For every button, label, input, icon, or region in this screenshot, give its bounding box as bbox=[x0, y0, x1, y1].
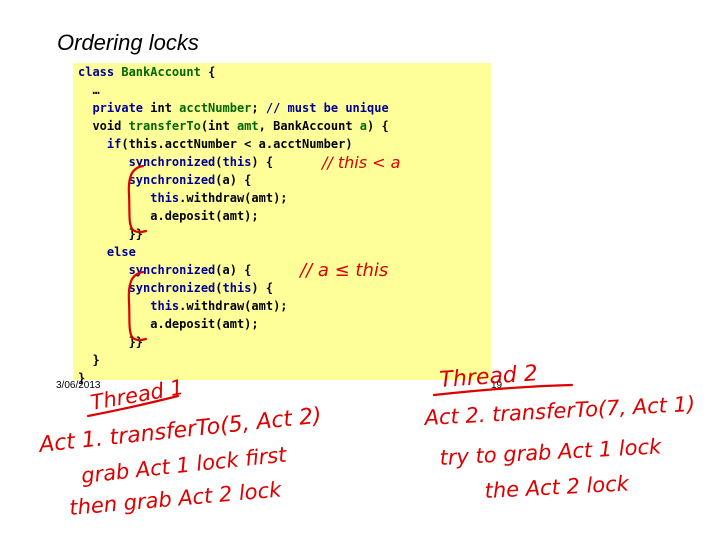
code-token: ; bbox=[251, 101, 266, 115]
code-token: a.deposit(amt); bbox=[78, 317, 259, 331]
slide-page-number: 19 bbox=[491, 380, 503, 391]
code-line: synchronized(this) { bbox=[78, 153, 274, 171]
annotation-thread1-line3: then grab Act 2 lock bbox=[68, 477, 283, 520]
code-token: ( bbox=[215, 281, 223, 295]
code-token: } bbox=[78, 353, 100, 367]
code-token bbox=[78, 263, 129, 277]
code-token: a.deposit(amt); bbox=[78, 209, 259, 223]
code-token: ) { bbox=[251, 155, 274, 169]
code-token: synchronized bbox=[128, 155, 216, 169]
code-line: }} bbox=[78, 333, 143, 351]
code-token: acctNumber bbox=[179, 101, 252, 115]
code-token: ) { bbox=[251, 281, 274, 295]
code-line: this.withdraw(amt); bbox=[78, 189, 288, 207]
code-token bbox=[78, 281, 129, 295]
code-token: { bbox=[200, 65, 216, 79]
code-line: synchronized(a) { bbox=[78, 261, 252, 279]
code-token: this bbox=[150, 299, 180, 313]
code-token: (int bbox=[200, 119, 237, 133]
slide-date: 3/06/2013 bbox=[56, 380, 101, 391]
annotation-thread2-line1: Act 2. transferTo(7, Act 1) bbox=[422, 392, 696, 430]
code-token: }} bbox=[78, 227, 144, 241]
code-token bbox=[78, 245, 107, 259]
code-token bbox=[78, 101, 92, 115]
code-line: void transferTo(int amt, BankAccount a) … bbox=[78, 117, 389, 135]
code-line: class BankAccount { bbox=[78, 63, 215, 81]
code-token: synchronized bbox=[128, 281, 216, 295]
code-token: this bbox=[222, 281, 252, 295]
code-token: (this.acctNumber < a.acctNumber) bbox=[121, 137, 353, 151]
code-token bbox=[78, 191, 150, 205]
code-token bbox=[78, 137, 107, 151]
annotation-thread2-line2: try to grab Act 1 lock bbox=[439, 434, 663, 470]
code-token: synchronized bbox=[128, 263, 216, 277]
code-token: void bbox=[78, 119, 129, 133]
code-line: a.deposit(amt); bbox=[78, 315, 259, 333]
code-token: amt bbox=[236, 119, 259, 133]
code-line: a.deposit(amt); bbox=[78, 207, 259, 225]
code-token: synchronized bbox=[128, 173, 216, 187]
annotation-thread2-line3: the Act 2 lock bbox=[484, 471, 630, 503]
code-line: this.withdraw(amt); bbox=[78, 297, 288, 315]
code-block: class BankAccount { … private int acctNu… bbox=[73, 63, 491, 385]
code-token: … bbox=[78, 83, 100, 97]
code-token bbox=[78, 299, 150, 313]
code-line: if(this.acctNumber < a.acctNumber) bbox=[78, 135, 353, 153]
code-token: int bbox=[143, 101, 180, 115]
code-token bbox=[78, 173, 129, 187]
code-token: else bbox=[106, 245, 136, 259]
code-token: .withdraw(amt); bbox=[179, 299, 288, 313]
thread2-underline bbox=[432, 383, 574, 397]
annotation-thread1-title: Thread 1 bbox=[89, 375, 186, 415]
code-token: ( bbox=[215, 155, 223, 169]
code-token bbox=[78, 155, 129, 169]
code-line: private int acctNumber; // must be uniqu… bbox=[78, 99, 389, 117]
code-token: ) { bbox=[367, 119, 389, 133]
slide-title: Ordering locks bbox=[57, 30, 199, 55]
code-line: } bbox=[78, 369, 85, 387]
annotation-thread1-line2: grab Act 1 lock first bbox=[80, 442, 288, 487]
code-token: a bbox=[359, 119, 368, 133]
code-token: transferTo bbox=[128, 119, 201, 133]
code-line: synchronized(a) { bbox=[78, 171, 252, 189]
code-token: (a) { bbox=[215, 173, 252, 187]
code-token: }} bbox=[78, 335, 144, 349]
code-token: this bbox=[222, 155, 252, 169]
thread1-underline bbox=[86, 394, 180, 418]
code-token: (a) { bbox=[215, 263, 252, 277]
code-token: // must be unique bbox=[265, 101, 389, 115]
code-token: this bbox=[150, 191, 180, 205]
code-token: , BankAccount bbox=[258, 119, 360, 133]
code-token: } bbox=[78, 371, 86, 385]
annotation-thread1-line1: Act 1. transferTo(5, Act 2) bbox=[36, 403, 323, 458]
code-token: .withdraw(amt); bbox=[179, 191, 288, 205]
code-line: } bbox=[78, 351, 100, 369]
code-line: synchronized(this) { bbox=[78, 279, 274, 297]
code-line: }} bbox=[78, 225, 143, 243]
code-token: BankAccount bbox=[121, 65, 201, 79]
code-line: else bbox=[78, 243, 136, 261]
code-token: private bbox=[92, 101, 144, 115]
code-token: class bbox=[78, 65, 122, 79]
code-line: … bbox=[78, 81, 100, 99]
code-token: if bbox=[106, 137, 122, 151]
